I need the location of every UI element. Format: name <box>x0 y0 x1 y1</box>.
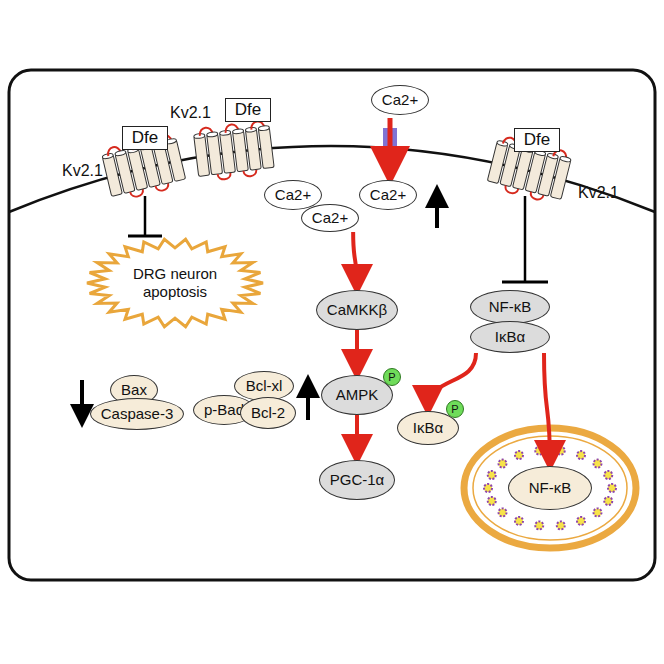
inhibition-line <box>144 196 147 236</box>
ion-ellipse: Ca2+ <box>301 204 359 232</box>
pathway-ellipse: PGC-1α <box>319 460 396 500</box>
inhibition-bar <box>502 281 548 284</box>
pathway-ellipse: CaMKKβ <box>316 290 398 330</box>
channel-label: Kv2.1 <box>62 162 103 180</box>
node-text: P <box>451 403 458 415</box>
node-text: IκBα <box>495 329 525 346</box>
ion-ellipse: Ca2+ <box>359 180 417 210</box>
increase-arrow <box>435 192 439 228</box>
node-text: PGC-1α <box>330 472 385 489</box>
inhibition-line <box>524 196 527 282</box>
node-text: CaMKKβ <box>327 302 387 319</box>
pathway-arrow <box>355 330 359 373</box>
channel-label: Kv2.1 <box>170 104 211 122</box>
node-text: Ca2+ <box>370 187 406 204</box>
node-text: Bax <box>121 382 147 399</box>
protein-ellipse: NF-κB <box>508 466 592 510</box>
complex-ellipse: IκBα <box>470 321 550 353</box>
pathway-arrow <box>353 232 357 288</box>
pathway-arrow <box>544 353 550 464</box>
node-text: Bcl-2 <box>251 405 285 422</box>
ion-ellipse: Ca2+ <box>371 85 429 115</box>
apoptosis-burst: DRG neuron apoptosis <box>85 237 265 329</box>
phosphate-circle: P <box>446 400 464 418</box>
protein-ellipse: Caspase-3 <box>90 398 185 430</box>
increase-arrow <box>306 382 310 420</box>
node-text: p-Bad <box>204 402 244 419</box>
cell-membrane <box>9 146 655 212</box>
node-text: Ca2+ <box>275 187 311 204</box>
cell-border <box>9 70 655 580</box>
drug-box: Dfe <box>122 126 168 151</box>
node-text: P <box>388 371 395 383</box>
calcium-influx-arrow <box>388 118 393 176</box>
phosphate-circle: P <box>383 368 401 386</box>
protein-ellipse: Bcl-2 <box>240 397 296 429</box>
node-text: Dfe <box>235 101 261 120</box>
node-text: NF-κB <box>489 299 532 316</box>
complex-ellipse: NF-κB <box>470 290 550 324</box>
node-text: Dfe <box>132 129 158 148</box>
node-text: Caspase-3 <box>101 406 174 423</box>
pathway-ellipse: AMPK <box>321 375 393 415</box>
channel-label: Kv2.1 <box>578 184 619 202</box>
drug-box: Dfe <box>514 128 560 153</box>
node-text: Ca2+ <box>312 210 348 227</box>
node-text: AMPK <box>336 387 379 404</box>
node-text: Ca2+ <box>382 92 418 109</box>
node-text: Bcl-xl <box>246 378 283 395</box>
node-text: NF-κB <box>529 480 572 497</box>
node-text: IκBα <box>413 420 443 437</box>
pathway-arrow <box>355 415 359 458</box>
kv21-channels <box>101 120 573 205</box>
drug-box: Dfe <box>225 98 271 123</box>
node-text: Dfe <box>524 131 550 150</box>
decrease-arrow <box>80 380 84 420</box>
inhibition-bar <box>128 235 162 238</box>
channel-subunits <box>193 120 275 182</box>
node-text: DRG neuron apoptosis <box>125 265 225 301</box>
